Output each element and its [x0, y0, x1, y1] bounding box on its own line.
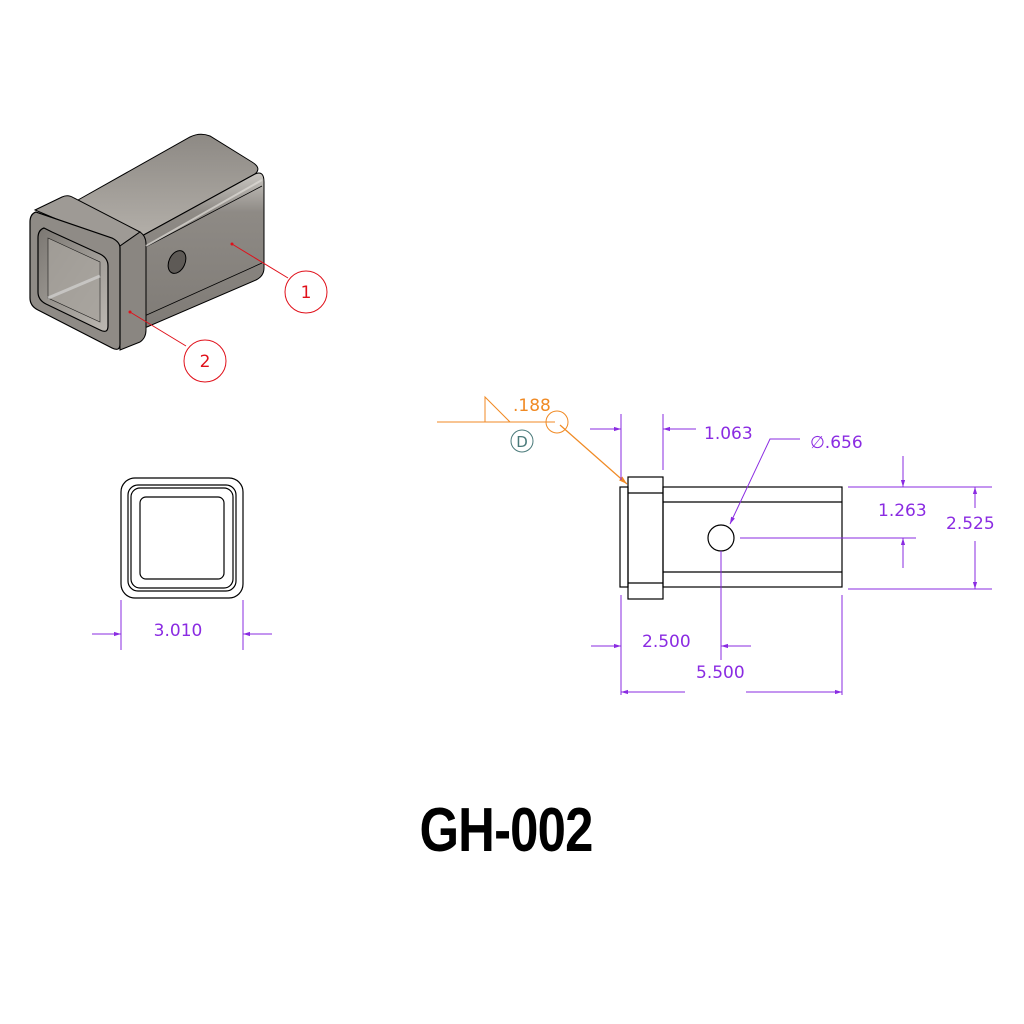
- dim-hole-offset: 2.500: [642, 632, 691, 652]
- all-around-icon: [545, 410, 569, 434]
- fillet-weld-icon: [484, 395, 511, 423]
- dim-hole-height: 1.263: [878, 501, 927, 521]
- weld-symbol: .188 D: [437, 395, 628, 485]
- datum-d-icon: [510, 429, 534, 453]
- dim-collar-length: 1.063: [704, 424, 753, 444]
- weld-size: .188: [513, 396, 551, 416]
- end-view-dimension: 3.010: [92, 600, 272, 650]
- end-view: [120, 477, 244, 599]
- balloon-1-label: 1: [301, 283, 312, 303]
- collar-top: [33, 195, 141, 247]
- dim-tube-height: 2.525: [946, 514, 995, 534]
- balloon-1: [284, 270, 328, 314]
- dim-hole-diameter: ∅.656: [810, 433, 863, 453]
- collar-side: [119, 231, 147, 351]
- datum-label: D: [516, 433, 528, 451]
- side-view: [619, 476, 843, 600]
- tube-top-face: [77, 133, 259, 238]
- dim-overall-length: 5.500: [696, 663, 745, 683]
- balloon-2: [183, 339, 227, 383]
- isometric-view: 1 2: [29, 133, 328, 383]
- side-view-dimensions: [590, 414, 992, 695]
- balloon-2-label: 2: [200, 352, 211, 372]
- tube-side-face: [139, 172, 265, 331]
- part-number-title: GH-002: [419, 796, 593, 865]
- pin-hole: [167, 250, 187, 274]
- dim-width: 3.010: [154, 621, 203, 641]
